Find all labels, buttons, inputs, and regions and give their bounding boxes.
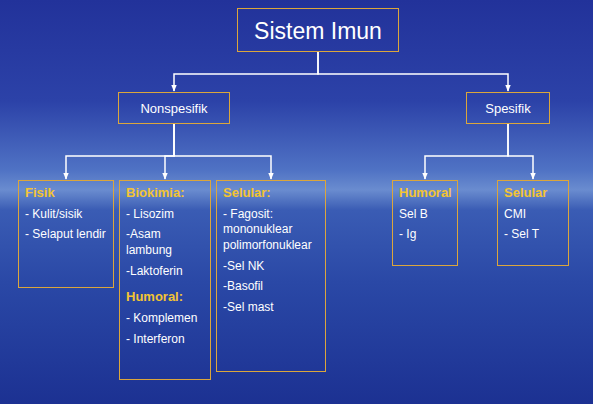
- box-label: Spesifik: [473, 101, 543, 118]
- group-heading: Selular: [504, 185, 562, 202]
- group-heading: Selular:: [223, 185, 319, 202]
- list-item: - Selaput lendir: [25, 227, 107, 243]
- list-item: -Sel NK: [223, 259, 319, 275]
- list-item: - Ig: [399, 227, 451, 243]
- tree-connector: [174, 52, 318, 91]
- group-box: Biokimia: - Lisozim -Asam lambung -Laktofer…: [119, 180, 211, 380]
- group-heading: Fisik: [25, 185, 107, 202]
- tree-connector: [66, 124, 174, 179]
- tree-connector: [174, 124, 271, 179]
- list-item: - Komplemen: [126, 311, 204, 327]
- tree-connector: [318, 52, 508, 91]
- category-box: Nonspesifik: [118, 92, 230, 124]
- list-item: - Fagosit: mononuklear polimorfonuklear: [223, 207, 319, 254]
- group-heading: Biokimia:: [126, 185, 204, 202]
- list-item: -Laktoferin: [126, 264, 204, 280]
- category-box: Spesifik: [466, 92, 550, 124]
- group-box: SelularCMI - Sel T: [497, 180, 569, 266]
- list-item: - Lisozim: [126, 207, 204, 223]
- list-item: - Sel T: [504, 227, 562, 243]
- group-heading: Humoral: [399, 185, 451, 202]
- tree-connector: [508, 124, 533, 179]
- box-label: Sistem Imun: [244, 17, 392, 47]
- tree-connector: [165, 124, 174, 179]
- box-label: Nonspesifik: [125, 101, 223, 118]
- list-item: -Sel mast: [223, 300, 319, 316]
- group-heading: Humoral:: [126, 289, 204, 306]
- group-box: Selular: - Fagosit: mononuklear polimorfo…: [216, 180, 326, 372]
- root-box: Sistem Imun: [237, 8, 399, 52]
- list-item: CMI: [504, 207, 562, 223]
- list-item: -Asam lambung: [126, 227, 204, 258]
- group-box: Fisik - Kulit/sisik - Selaput lendir: [18, 180, 114, 288]
- list-item: - Kulit/sisik: [25, 207, 107, 223]
- tree-connector: [425, 124, 508, 179]
- list-item: - Interferon: [126, 332, 204, 348]
- list-item: -Basofil: [223, 279, 319, 295]
- group-box: HumoralSel B - Ig: [392, 180, 458, 266]
- list-item: Sel B: [399, 207, 451, 223]
